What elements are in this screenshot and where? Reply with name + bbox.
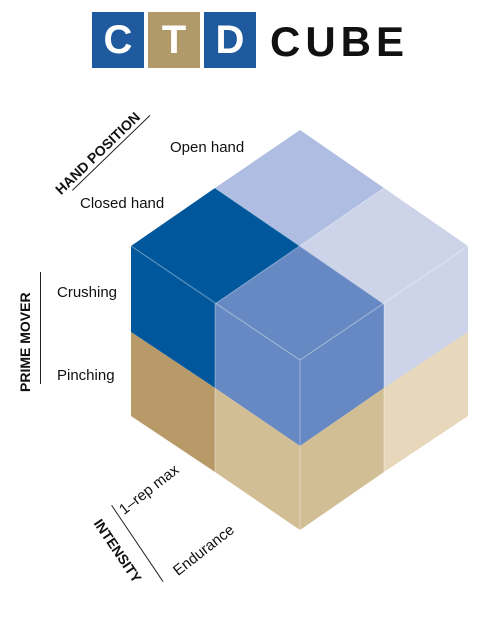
pinching-label: Pinching bbox=[57, 367, 115, 384]
prime-mover-axis-title: PRIME MOVER bbox=[17, 292, 33, 392]
ctd-cube-logo: C T D CUBE bbox=[0, 0, 504, 80]
cube-left-pinching-1rep-cell bbox=[131, 332, 215, 472]
logo-letter-d: D bbox=[215, 18, 245, 62]
cube-right-pinching-closed-cell bbox=[300, 388, 384, 530]
cube-right-pinching-open-cell bbox=[384, 332, 468, 472]
logo-letter-t: T bbox=[161, 18, 187, 62]
cube-left-crushing-1rep-cell bbox=[131, 246, 215, 388]
closed-hand-label: Closed hand bbox=[80, 195, 165, 212]
cube-top-closed-crush-cell bbox=[215, 246, 384, 360]
logo-tile-t: T bbox=[148, 12, 200, 68]
cube-top-open-pinch-cell bbox=[215, 130, 384, 246]
cube-left-pinching-endurance-cell bbox=[215, 388, 300, 530]
logo-tile-d: D bbox=[204, 12, 256, 68]
prime-mover-axis-line bbox=[40, 272, 42, 384]
cube-right-crushing-open-cell bbox=[384, 246, 468, 388]
cube-left-crushing-endurance-cell bbox=[215, 304, 300, 446]
logo-letter-c: C bbox=[103, 18, 133, 62]
open-hand-label: Open hand bbox=[170, 139, 245, 156]
cube-top-closed-pinch-cell bbox=[131, 188, 300, 304]
logo-word-cube: CUBE bbox=[270, 18, 410, 65]
cube-edge-lines bbox=[130, 187, 469, 530]
cube-right-crushing-closed-cell bbox=[300, 304, 384, 446]
logo-tile-c: C bbox=[92, 12, 144, 68]
crushing-label: Crushing bbox=[57, 284, 118, 301]
